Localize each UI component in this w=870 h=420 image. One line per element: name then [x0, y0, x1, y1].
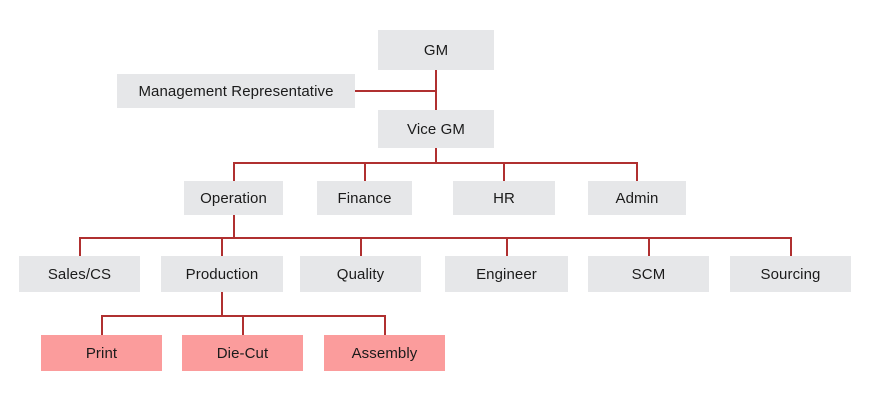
- node-gm[interactable]: GM: [378, 30, 494, 70]
- node-production[interactable]: Production: [161, 256, 283, 292]
- node-gm-label: GM: [423, 41, 449, 59]
- node-engineer-label: Engineer: [476, 265, 537, 283]
- node-admin[interactable]: Admin: [588, 181, 686, 215]
- node-sales-cs[interactable]: Sales/CS: [19, 256, 140, 292]
- node-quality[interactable]: Quality: [300, 256, 421, 292]
- node-vice-gm[interactable]: Vice GM: [378, 110, 494, 148]
- connector-bus-to-engineer: [506, 237, 508, 256]
- node-management-representative[interactable]: Management Representative: [117, 74, 355, 108]
- connector-bus-to-finance: [364, 162, 366, 181]
- node-assembly[interactable]: Assembly: [324, 335, 445, 371]
- connector-level4-bus: [79, 237, 792, 239]
- node-print-label: Print: [85, 344, 118, 362]
- connector-gm-to-vicegm: [435, 70, 437, 110]
- node-sales-cs-label: Sales/CS: [47, 265, 112, 283]
- node-scm-label: SCM: [631, 265, 666, 283]
- node-quality-label: Quality: [336, 265, 385, 283]
- connector-production-drop: [221, 292, 223, 316]
- node-sourcing-label: Sourcing: [760, 265, 821, 283]
- node-print[interactable]: Print: [41, 335, 162, 371]
- connector-level3-bus: [233, 162, 637, 164]
- node-scm[interactable]: SCM: [588, 256, 709, 292]
- connector-operation-drop: [233, 215, 235, 238]
- connector-bus-to-hr: [503, 162, 505, 181]
- node-operation-label: Operation: [200, 189, 267, 207]
- node-operation[interactable]: Operation: [184, 181, 283, 215]
- node-engineer[interactable]: Engineer: [445, 256, 568, 292]
- node-die-cut[interactable]: Die-Cut: [182, 335, 303, 371]
- connector-bus-to-die-cut: [242, 315, 244, 335]
- node-hr[interactable]: HR: [453, 181, 555, 215]
- node-production-label: Production: [185, 265, 259, 283]
- connector-bus-to-quality: [360, 237, 362, 256]
- node-hr-label: HR: [493, 189, 515, 207]
- node-die-cut-label: Die-Cut: [216, 344, 269, 362]
- node-finance-label: Finance: [337, 189, 392, 207]
- connector-gm-to-management-representative: [355, 90, 436, 92]
- connector-bus-to-assembly: [384, 315, 386, 335]
- connector-vicegm-drop: [435, 148, 437, 164]
- node-finance[interactable]: Finance: [317, 181, 412, 215]
- connector-bus-to-sourcing: [790, 237, 792, 256]
- connector-bus-to-scm: [648, 237, 650, 256]
- node-admin-label: Admin: [615, 189, 659, 207]
- connector-bus-to-admin: [636, 162, 638, 181]
- node-vice-gm-label: Vice GM: [407, 120, 465, 138]
- connector-bus-to-operation: [233, 162, 235, 181]
- node-sourcing[interactable]: Sourcing: [730, 256, 851, 292]
- connector-bus-to-production: [221, 237, 223, 256]
- connector-bus-to-print: [101, 315, 103, 335]
- node-management-representative-label: Management Representative: [138, 82, 334, 100]
- connector-bus-to-sales-cs: [79, 237, 81, 256]
- node-assembly-label: Assembly: [351, 344, 418, 362]
